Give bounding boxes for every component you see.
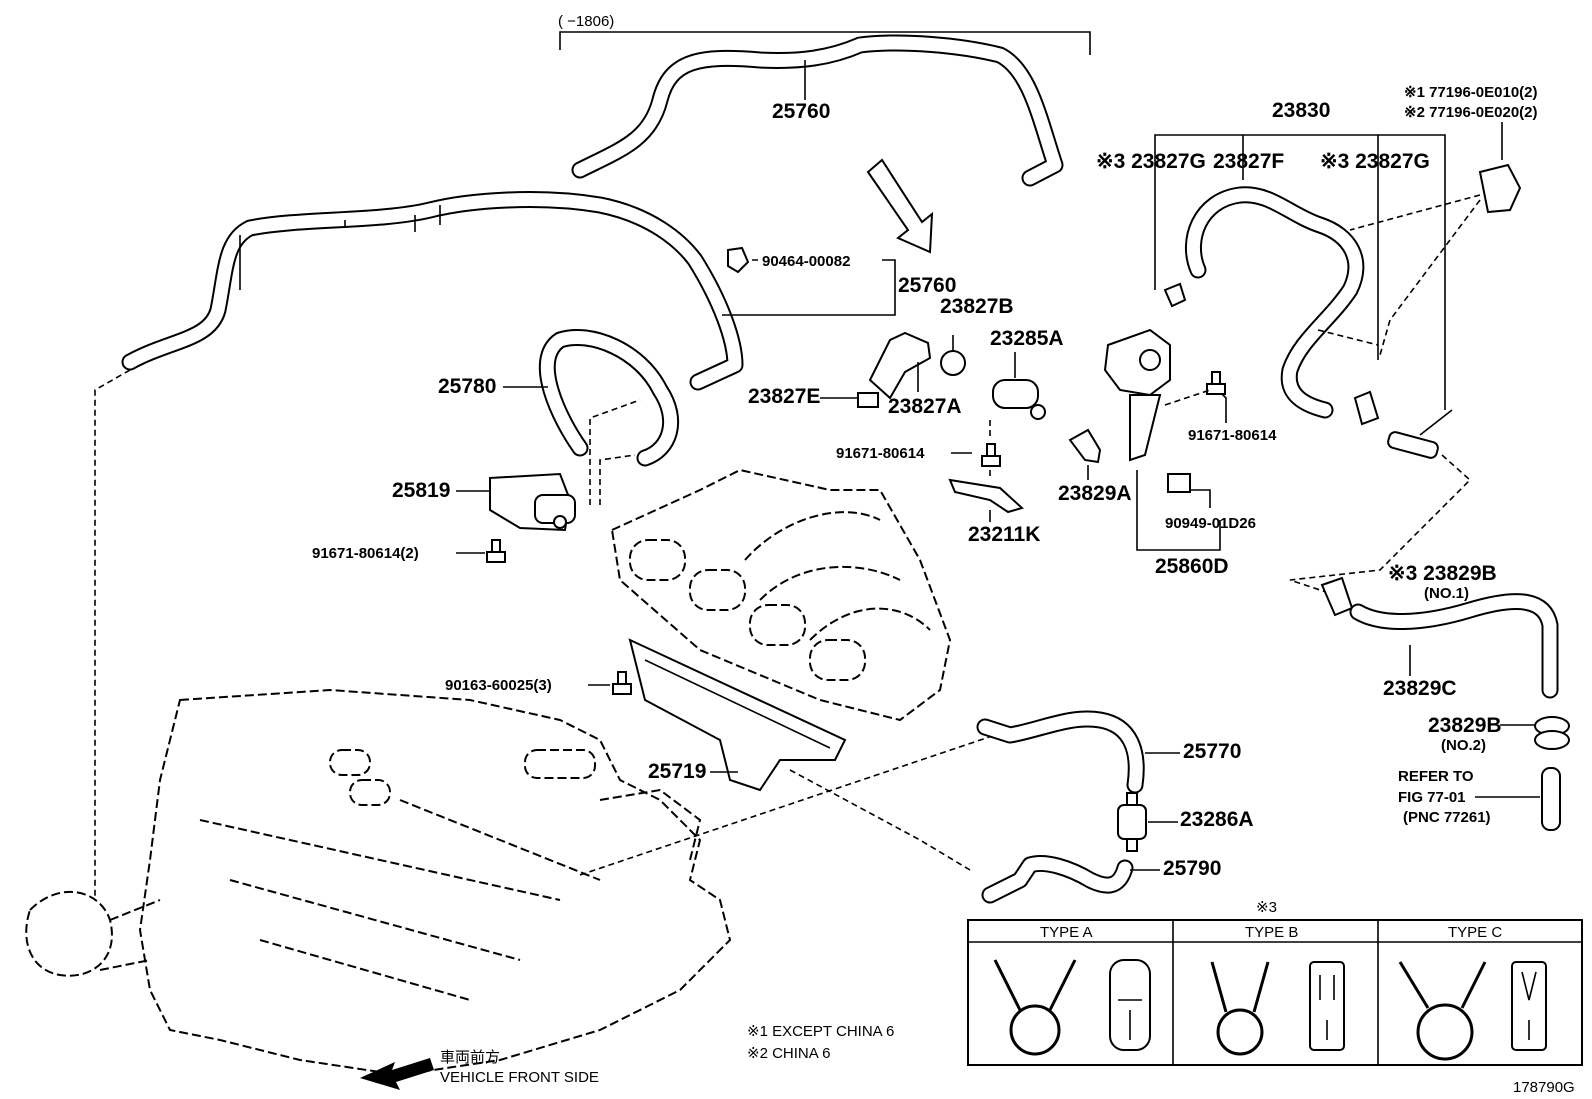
- label-23829B-2: 23829B: [1428, 714, 1502, 737]
- label-23829C: 23829C: [1383, 677, 1457, 700]
- connector-90949: [1167, 473, 1191, 493]
- label-23829B-1: ※3 23829B: [1388, 562, 1497, 585]
- label-25760-top: 25760: [772, 100, 830, 123]
- label-25719: 25719: [648, 760, 706, 783]
- refer-line-2: FIG 77-01: [1398, 789, 1466, 806]
- engine-block: [25, 688, 732, 1077]
- label-23827F: 23827F: [1213, 150, 1284, 173]
- hose-23829A: [1068, 428, 1102, 464]
- label-91671-a: 91671-80614: [836, 445, 925, 462]
- bolt-91671-b: [1206, 371, 1226, 395]
- label-23211K: 23211K: [968, 523, 1040, 546]
- clamp-23827G-right: [1353, 390, 1380, 426]
- filter-23286A: [1117, 792, 1147, 852]
- hose-25790: [981, 855, 1134, 904]
- label-91671-2: 91671-80614(2): [312, 545, 419, 562]
- clamp-23829B-no2: [1534, 716, 1570, 750]
- note-2: ※2 CHINA 6: [747, 1045, 830, 1062]
- type-a-label: TYPE A: [1040, 924, 1093, 941]
- connector-23827E: [857, 392, 879, 408]
- label-23286A: 23286A: [1180, 808, 1254, 831]
- label-25780: 25780: [438, 375, 496, 398]
- label-23827E: 23827E: [748, 385, 820, 408]
- vehicle-front-arrow: [360, 1058, 434, 1090]
- label-23829B-1-sub: (NO.1): [1424, 585, 1469, 602]
- label-23827A: 23827A: [888, 395, 962, 418]
- type-c-label: TYPE C: [1448, 924, 1502, 941]
- vehicle-front-en: VEHICLE FRONT SIDE: [440, 1069, 599, 1086]
- refer-line-3: (PNC 77261): [1403, 809, 1491, 826]
- pipe-77261: [1541, 767, 1561, 831]
- bracket-25719: [628, 638, 847, 792]
- hose-23827A: [868, 331, 932, 400]
- label-91671-b: 91671-80614: [1188, 427, 1277, 444]
- bracket-23211K: [948, 478, 1025, 514]
- clamp-type-b: [1210, 961, 1345, 1056]
- type-table-marker: ※3: [1256, 899, 1277, 916]
- hose-23829C: [1349, 593, 1559, 699]
- label-25819: 25819: [392, 479, 450, 502]
- clamp-23827G-left: [1163, 282, 1187, 308]
- label-77196-1: ※1 77196-0E010(2): [1404, 84, 1538, 101]
- vsv-25819: [489, 472, 576, 532]
- hose-25770: [976, 710, 1145, 794]
- label-23829B-2-sub: (NO.2): [1441, 737, 1486, 754]
- clamp-type-c: [1398, 961, 1547, 1061]
- refer-line-1: REFER TO: [1398, 768, 1474, 785]
- bolt-90163: [612, 671, 632, 695]
- clip-77196: [1478, 163, 1522, 214]
- pipe-connector: [1387, 431, 1439, 459]
- label-25770: 25770: [1183, 740, 1241, 763]
- label-23827B: 23827B: [940, 295, 1014, 318]
- direction-arrow: [866, 158, 934, 254]
- label-23285A: 23285A: [990, 327, 1064, 350]
- valve-25860D: [1103, 328, 1171, 462]
- bolt-91671-2: [486, 539, 506, 563]
- figure-id: 178790G: [1513, 1079, 1575, 1096]
- hose-25760-long: [121, 191, 744, 391]
- clamp-23827B: [940, 335, 966, 376]
- intake-manifold: [610, 468, 952, 722]
- bolt-91671-a: [981, 443, 1001, 467]
- label-90949: 90949-01D26: [1165, 515, 1256, 532]
- label-25860D: 25860D: [1155, 555, 1229, 578]
- type-b-label: TYPE B: [1245, 924, 1298, 941]
- clamp-23829B-no1: [1320, 576, 1354, 617]
- label-23827G-left: ※3 23827G: [1096, 150, 1206, 173]
- clamp-type-a: [993, 959, 1151, 1056]
- vehicle-front-jp: 車両前方: [440, 1049, 500, 1066]
- label-23830: 23830: [1272, 99, 1330, 122]
- label-25760-mid: 25760: [898, 274, 956, 297]
- label-77196-2: ※2 77196-0E020(2): [1404, 104, 1538, 121]
- hose-23827F: [1185, 186, 1365, 419]
- label-23829A: 23829A: [1058, 482, 1132, 505]
- range-label: ( −1806): [558, 13, 614, 30]
- note-1: ※1 EXCEPT CHINA 6: [747, 1023, 894, 1040]
- hose-25760-upper: [571, 34, 1064, 187]
- label-90464: 90464-00082: [762, 253, 850, 270]
- label-90163: 90163-60025(3): [445, 677, 552, 694]
- label-23827G-right: ※3 23827G: [1320, 150, 1430, 173]
- clip-90464: [727, 246, 750, 274]
- hose-25780: [538, 328, 680, 467]
- label-25790: 25790: [1163, 857, 1221, 880]
- valve-23285A: [992, 352, 1046, 420]
- type-table: TYPE A TYPE B TYPE C: [967, 919, 1583, 1066]
- range-bracket: ( −1806): [558, 13, 1091, 55]
